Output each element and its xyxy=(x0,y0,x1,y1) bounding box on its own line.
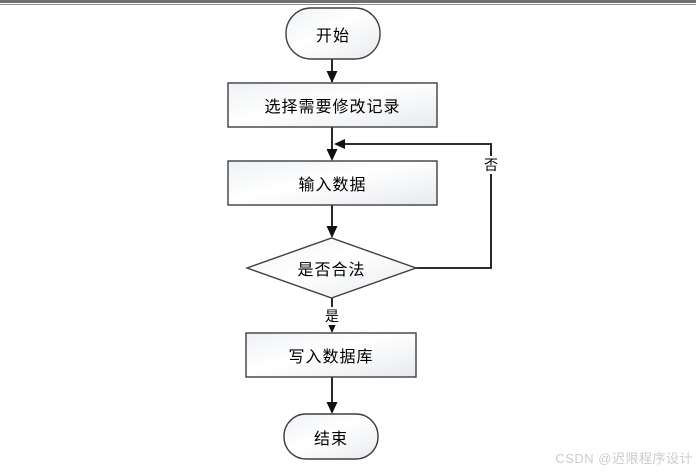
end-terminator-shape xyxy=(283,413,379,460)
top-divider-bar xyxy=(0,0,696,6)
arrowhead-into-input xyxy=(326,149,338,161)
validity-decision-shape xyxy=(244,237,419,299)
edge-no-loop xyxy=(336,143,492,269)
node-shapes xyxy=(227,7,438,460)
write-database-process-shape xyxy=(245,332,417,378)
start-terminator-shape xyxy=(285,7,381,60)
arrowhead-into-end xyxy=(326,402,338,414)
arrowhead-no-loop xyxy=(334,139,345,149)
csdn-watermark: CSDN @迟限程序设计 xyxy=(555,451,693,466)
arrowhead-into-decision xyxy=(326,226,338,238)
select-record-process-shape xyxy=(227,82,438,128)
arrowhead-into-select xyxy=(326,71,338,83)
arrowhead-into-write xyxy=(326,321,338,333)
input-data-process-shape xyxy=(227,160,438,206)
